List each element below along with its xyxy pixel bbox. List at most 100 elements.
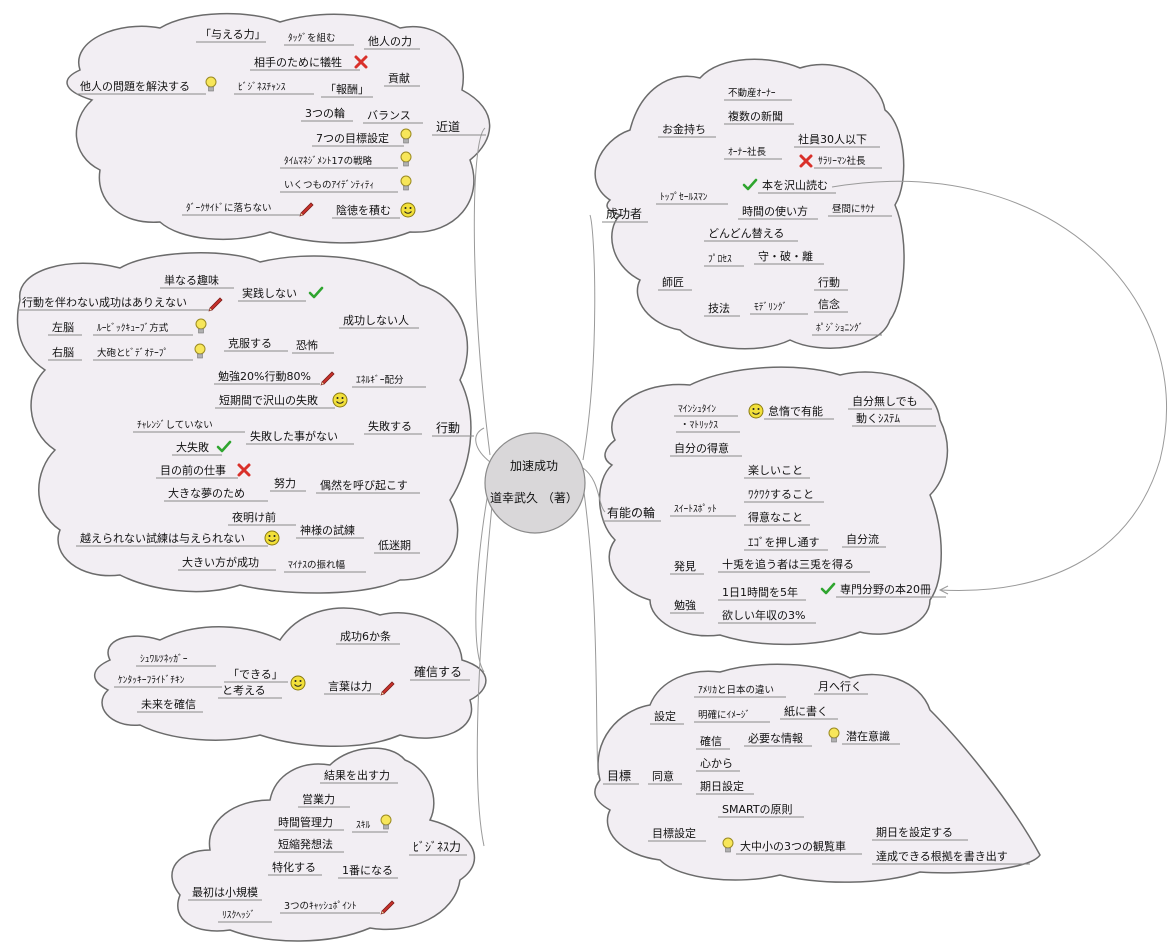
node-label-t-minus[interactable]: ﾏｲﾅｽの振れ幅 — [288, 559, 346, 571]
node-label-t-3catch[interactable]: 3つのｷｬｯｼｭﾎﾟｲﾝﾄ — [284, 901, 357, 912]
node-label-t-fudousan[interactable]: 不動産ｵｰﾅｰ — [728, 87, 776, 99]
node-label-t-3wa[interactable]: 3つの輪 — [305, 106, 345, 120]
node-label-t-nito[interactable]: 十兎を追う者は三兎を得る — [722, 557, 854, 571]
node-label-t-tomonawa[interactable]: 行動を伴わない成功はありえない — [22, 295, 187, 309]
node-label-t-1ban[interactable]: 1番になる — [342, 864, 393, 877]
node-label-t-tanin[interactable]: 他人の問題を解決する — [80, 79, 190, 93]
node-label-t-gisei[interactable]: 相手のために犠牲 — [254, 55, 342, 69]
node-label-t-jibunnashi2[interactable]: 動くｼｽﾃﾑ — [856, 411, 900, 425]
node-label-t-kijitsuwo[interactable]: 期日を設定する — [876, 825, 953, 839]
node-label-t-settei[interactable]: 設定 — [654, 709, 676, 723]
node-label-t-mirai[interactable]: 未来を確信 — [141, 697, 196, 711]
node-label-yuunou[interactable]: 有能の輪 — [607, 505, 655, 520]
node-label-t-kotoba[interactable]: 言葉は力 — [328, 679, 372, 693]
node-label-t-mindset2[interactable]: ・ﾏﾄﾘｯｸｽ — [680, 420, 718, 431]
node-label-t-jikan[interactable]: 時間管理力 — [278, 815, 333, 829]
node-label-t-fail-not[interactable]: 成功しない人 — [343, 314, 409, 327]
node-label-t-shuhari[interactable]: 守・破・離 — [758, 249, 813, 263]
node-label-t-ookii[interactable]: 大きい方が成功 — [182, 555, 259, 569]
node-label-t-koerare[interactable]: 越えられない試練は与えられない — [80, 531, 245, 545]
node-label-t-america[interactable]: ｱﾒﾘｶと日本の違い — [698, 684, 774, 696]
node-label-t-tokuina[interactable]: 得意なこと — [748, 510, 803, 524]
node-label-t-eigyou[interactable]: 営業力 — [302, 792, 335, 806]
center-node[interactable]: 加速成功 道幸武久 （著） — [484, 432, 586, 534]
node-label-t-position[interactable]: ﾎﾟｼﾞｼｮﾆﾝｸﾞ — [816, 323, 864, 334]
node-label-t-hoshii[interactable]: 欲しい年収の3% — [722, 608, 805, 622]
node-label-t-1nichi[interactable]: 1日1時間を5年 — [722, 585, 798, 599]
node-label-t-gihou[interactable]: 技法 — [708, 301, 730, 315]
node-label-t-honwo[interactable]: 本を沢山読む — [762, 178, 828, 192]
node-label-t-6ka[interactable]: 成功6か条 — [340, 629, 391, 643]
node-label-t-owner[interactable]: ｵｰﾅｰ社長 — [728, 146, 767, 158]
node-label-t-balance[interactable]: バランス — [367, 109, 411, 122]
node-label-t-wakuwaku[interactable]: ﾜｸﾜｸすること — [748, 488, 814, 501]
node-label-t-schwarz[interactable]: ｼｭﾜﾙﾂﾈｯｶﾞｰ — [140, 654, 188, 665]
node-label-t-shumi[interactable]: 単なる趣味 — [164, 273, 219, 287]
node-label-t-bizchance[interactable]: ﾋﾞｼﾞﾈｽﾁｬﾝｽ — [238, 82, 286, 93]
node-label-t-kijitsu[interactable]: 期日設定 — [700, 779, 744, 793]
node-label-t-doryoku[interactable]: 努力 — [274, 476, 296, 490]
node-label-t-sauna[interactable]: 昼間にｻｳﾅ — [832, 204, 875, 215]
node-label-t-challenge[interactable]: ﾁｬﾚﾝｼﾞしていない — [137, 420, 213, 431]
node-label-t-ego[interactable]: ｴｺﾞを押し通す — [748, 535, 820, 549]
node-label-t-risk[interactable]: ﾘｽｸﾍｯｼﾞ — [222, 910, 255, 921]
node-label-t-intoku[interactable]: 陰徳を積む — [336, 203, 391, 217]
node-label-t-dark[interactable]: ﾀﾞｰｸｻｲﾄﾞに落ちない — [186, 202, 272, 214]
node-label-t-doui[interactable]: 同意 — [652, 769, 674, 783]
node-label-t-left[interactable]: 左脳 — [52, 321, 74, 334]
node-label-t-shippai[interactable]: 失敗する — [368, 419, 412, 433]
node-label-t-koudou2[interactable]: 行動 — [818, 275, 840, 289]
node-label-t-yoake[interactable]: 夜明け前 — [232, 510, 276, 524]
node-label-t-skill[interactable]: ｽｷﾙ — [356, 820, 371, 831]
node-label-t-time17[interactable]: ﾀｲﾑﾏﾈｼﾞﾒﾝﾄ17の戦略 — [284, 155, 373, 167]
node-label-t-sweet[interactable]: ｽｲｰﾄｽﾎﾟｯﾄ — [674, 504, 717, 515]
node-label-t-jikannotsukai[interactable]: 時間の使い方 — [742, 204, 808, 218]
node-label-t-taida[interactable]: 怠惰で有能 — [768, 404, 823, 418]
node-label-kakushin[interactable]: 確信する — [414, 664, 462, 679]
node-label-t-kakushin2[interactable]: 確信 — [700, 734, 722, 748]
node-label-t-kami2[interactable]: 紙に書く — [784, 704, 828, 718]
node-label-t-senzai[interactable]: 潜在意識 — [846, 729, 890, 743]
node-label-t-saisho[interactable]: 最初は小規模 — [192, 885, 258, 899]
node-label-t-mindset1[interactable]: ﾏｲﾝｼｭﾀｲﾝ — [678, 404, 716, 415]
node-label-t-modeling[interactable]: ﾓﾃﾞﾘﾝｸﾞ — [754, 302, 787, 313]
node-label-t-kami[interactable]: 神様の試練 — [300, 523, 355, 537]
node-label-t-hitsuyou[interactable]: 必要な情報 — [748, 732, 803, 745]
node-label-t-fukusuu[interactable]: 複数の新聞 — [728, 109, 783, 123]
node-label-t-tanoshii[interactable]: 楽しいこと — [748, 464, 803, 477]
node-label-t-shain30[interactable]: 社員30人以下 — [798, 132, 867, 146]
node-label-t-taihou[interactable]: 大砲とﾋﾞﾃﾞｵﾃｰﾌﾟ — [97, 347, 168, 359]
node-label-t-energy[interactable]: ｴﾈﾙｷﾞｰ配分 — [356, 375, 404, 386]
node-label-business[interactable]: ﾋﾞｼﾞﾈｽ力 — [413, 840, 461, 854]
node-label-t-kekka[interactable]: 結果を出す力 — [324, 768, 390, 782]
node-label-t-others[interactable]: 他人の力 — [368, 35, 412, 48]
node-label-t-shishou[interactable]: 師匠 — [662, 276, 684, 289]
node-label-t-right[interactable]: 右脳 — [52, 345, 74, 359]
node-label-t-ookina[interactable]: 大きな夢のため — [168, 486, 245, 500]
node-label-t-senmon[interactable]: 専門分野の本20冊 — [840, 582, 931, 596]
node-label-t-tokui[interactable]: 自分の得意 — [674, 441, 729, 455]
node-label-t-houshu[interactable]: 「報酬」 — [325, 83, 369, 96]
node-label-t-ataeru[interactable]: 「与える力」 — [200, 28, 266, 41]
node-label-t-7goal[interactable]: 7つの目標設定 — [316, 131, 389, 145]
node-label-t-mokuhyousettei[interactable]: 目標設定 — [652, 826, 696, 840]
node-label-seikousha[interactable]: 成功者 — [606, 207, 642, 221]
node-label-t-rubik[interactable]: ﾙｰﾋﾞｯｸｷｭｰﾌﾞ方式 — [97, 322, 169, 334]
node-label-koudou[interactable]: 行動 — [436, 421, 460, 435]
node-label-t-hakken[interactable]: 発見 — [674, 559, 696, 573]
node-label-t-tanki[interactable]: 短期間で沢山の失敗 — [219, 393, 318, 407]
node-label-t-kokufuku[interactable]: 克服する — [228, 337, 272, 350]
node-label-t-jissen[interactable]: 実践しない — [242, 286, 297, 300]
node-label-t-kfc[interactable]: ｹﾝﾀｯｷｰﾌﾗｲﾄﾞﾁｷﾝ — [118, 675, 185, 686]
node-label-t-kokoro[interactable]: 心から — [700, 757, 733, 770]
node-label-t-dekiru2[interactable]: と考える — [222, 684, 266, 697]
node-label-t-meikaku[interactable]: 明確にｲﾒｰｼﾞ — [698, 709, 750, 721]
node-label-t-tanshuku[interactable]: 短縮発想法 — [278, 837, 333, 851]
node-label-t-daishippai[interactable]: 大失敗 — [176, 440, 209, 454]
node-label-t-jibunryu[interactable]: 自分流 — [846, 532, 879, 546]
node-label-t-jibunnashi1[interactable]: 自分無しでも — [852, 394, 918, 408]
node-label-t-benkyou2[interactable]: 勉強 — [674, 598, 696, 612]
node-label-t-tsuki[interactable]: 月へ行く — [818, 680, 862, 693]
node-label-t-kanemochi[interactable]: お金持ち — [662, 122, 706, 136]
node-label-t-daichusho[interactable]: 大中小の3つの観覧車 — [740, 839, 846, 853]
